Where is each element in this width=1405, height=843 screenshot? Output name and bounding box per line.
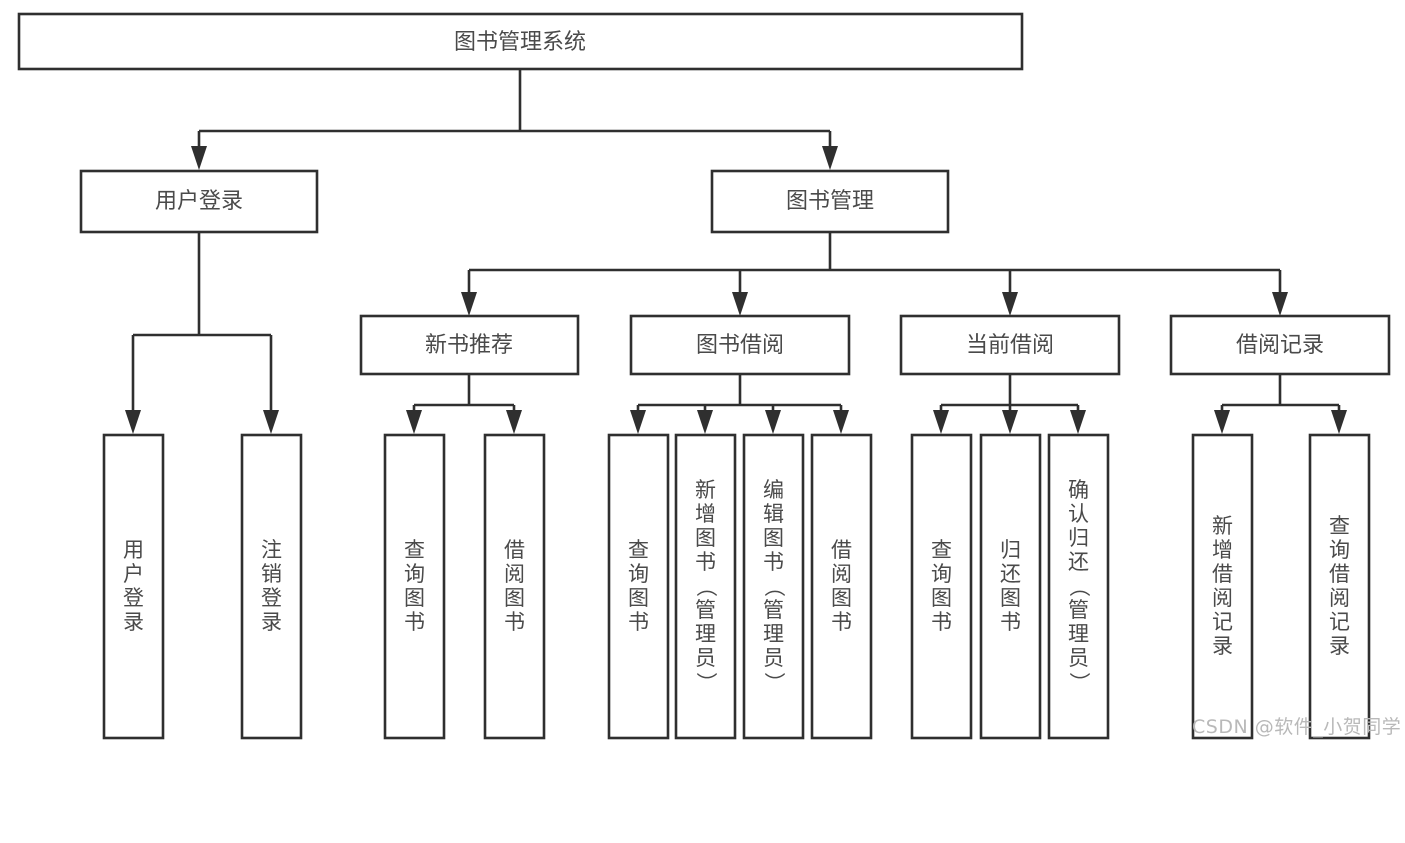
arrow-leaf-2-icon [263, 410, 279, 434]
node-new-book-recommend-label: 新书推荐 [425, 333, 513, 358]
leaf-boxes-group [102, 433, 1371, 740]
arrow-leaf-13-icon [1331, 410, 1347, 434]
arrow-to-user-login-icon [191, 146, 207, 170]
node-book-management-label: 图书管理 [786, 189, 874, 214]
arrow-leaf-3-icon [406, 410, 422, 434]
leaf-box-query-books-3[interactable] [910, 433, 973, 740]
leaf-box-borrow-books-2[interactable] [810, 433, 873, 740]
node-borrow-records-label: 借阅记录 [1236, 333, 1324, 358]
leaf-box-user-login[interactable] [102, 433, 165, 740]
node-current-borrow[interactable]: 当前借阅 [899, 314, 1121, 376]
leaf-box-edit-book-admin[interactable] [742, 433, 805, 740]
node-new-book-recommend-box[interactable] [359, 314, 580, 376]
node-borrow-records[interactable]: 借阅记录 [1169, 314, 1391, 376]
leaf-box-query-books-1[interactable] [383, 433, 446, 740]
arrow-leaf-8-icon [833, 410, 849, 434]
arrow-leaf-1-icon [125, 410, 141, 434]
node-borrow-records-box[interactable] [1169, 314, 1391, 376]
leaf-box-confirm-return-admin[interactable] [1047, 433, 1110, 740]
arrow-leaf-6-icon [697, 410, 713, 434]
node-root[interactable]: 图书管理系统 [17, 12, 1024, 71]
node-current-borrow-label: 当前借阅 [966, 333, 1054, 358]
leaf-box-query-books-2[interactable] [607, 433, 670, 740]
node-book-borrow-box[interactable] [629, 314, 851, 376]
arrow-leaf-4-icon [506, 410, 522, 434]
arrow-to-borrow-books-icon [732, 292, 748, 316]
node-root-label: 图书管理系统 [454, 30, 586, 55]
arrow-leaf-11-icon [1070, 410, 1086, 434]
node-book-management-box[interactable] [710, 169, 950, 234]
node-book-borrow-label: 图书借阅 [696, 333, 784, 358]
leaf-box-return-books[interactable] [979, 433, 1042, 740]
arrow-to-new-books-icon [461, 292, 477, 316]
arrow-leaf-7-icon [765, 410, 781, 434]
node-user-login-box[interactable] [79, 169, 319, 234]
node-new-book-recommend[interactable]: 新书推荐 [359, 314, 580, 376]
connectors-group [125, 69, 1347, 434]
arrow-leaf-5-icon [630, 410, 646, 434]
arrow-to-book-mgmt-icon [822, 146, 838, 170]
arrow-leaf-10-icon [1002, 410, 1018, 434]
flowchart-canvas: 图书管理系统 用户登录 图书管理 新书推荐 图书借阅 当前借阅 借阅记录 [17, 12, 1401, 740]
leaf-box-add-book-admin[interactable] [674, 433, 737, 740]
arrow-to-borrow-records-icon [1272, 292, 1288, 316]
leaf-box-query-borrow-record[interactable] [1308, 433, 1371, 740]
leaf-box-logout[interactable] [240, 433, 303, 740]
node-book-management[interactable]: 图书管理 [710, 169, 950, 234]
node-root-box[interactable] [17, 12, 1024, 71]
arrow-leaf-9-icon [933, 410, 949, 434]
leaf-box-borrow-books-1[interactable] [483, 433, 546, 740]
node-book-borrow[interactable]: 图书借阅 [629, 314, 851, 376]
arrow-leaf-12-icon [1214, 410, 1230, 434]
node-current-borrow-box[interactable] [899, 314, 1121, 376]
flowchart-svg: 图书管理系统 用户登录 图书管理 新书推荐 图书借阅 当前借阅 借阅记录 [17, 12, 1391, 740]
node-user-login-label: 用户登录 [155, 189, 243, 214]
node-user-login[interactable]: 用户登录 [79, 169, 319, 234]
arrow-to-current-borrow-icon [1002, 292, 1018, 316]
leaf-box-add-borrow-record[interactable] [1191, 433, 1254, 740]
